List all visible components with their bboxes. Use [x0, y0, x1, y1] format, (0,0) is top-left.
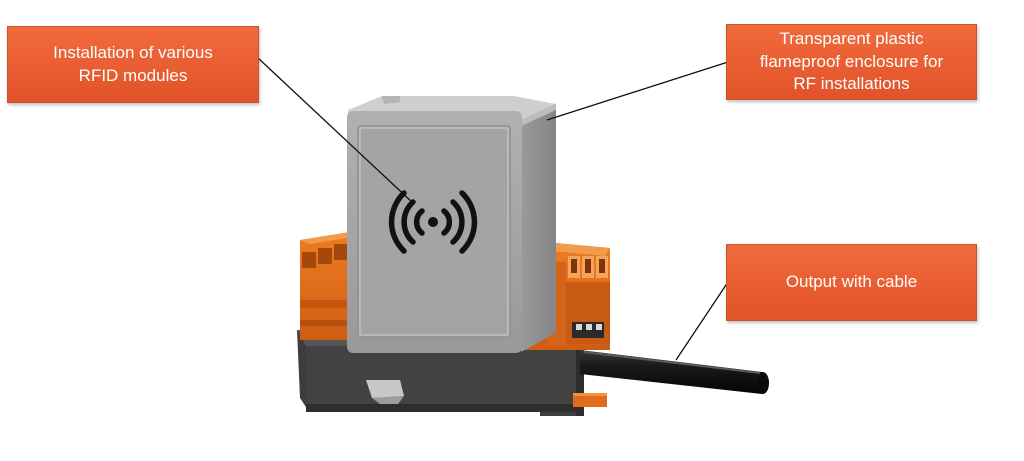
- leader-line-rfid: [257, 57, 414, 204]
- callout-rfid-modules: Installation of various RFID modules: [7, 26, 259, 103]
- enclosure: [347, 96, 556, 353]
- leader-line-output: [675, 281, 729, 361]
- output-cable: [580, 350, 769, 394]
- wireless-signal-icon: [388, 190, 478, 254]
- callout-enclosure: Transparent plastic flameproof enclosure…: [726, 24, 977, 100]
- callout-output-cable-text: Output with cable: [785, 272, 918, 292]
- callout-enclosure-text: Transparent plastic flameproof enclosure…: [759, 28, 944, 94]
- left-terminal-block: [300, 232, 358, 340]
- callout-output-cable: Output with cable: [726, 244, 977, 321]
- leader-line-enclosure: [546, 61, 729, 121]
- callout-rfid-modules-text: Installation of various RFID modules: [53, 42, 213, 85]
